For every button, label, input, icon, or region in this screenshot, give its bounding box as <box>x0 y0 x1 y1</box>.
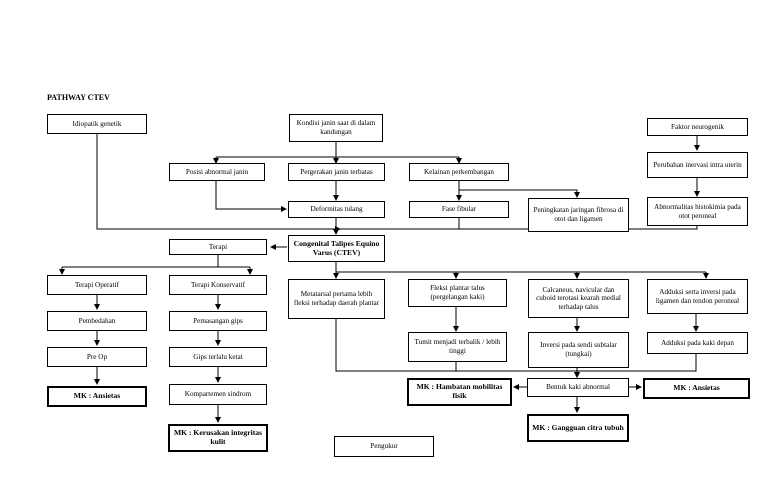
node-bentuk-kaki-abnormal: Bentuk kaki abnormal <box>527 378 629 397</box>
node-mk-ansietas-left: MK : Ansietas <box>47 386 147 407</box>
node-mk-ansietas-right: MK : Ansietas <box>643 378 750 399</box>
node-pembedahan: Pembedahan <box>47 311 147 331</box>
node-mk-kerusakan-integritas: MK : Kerusakan integritas kulit <box>168 424 268 452</box>
node-adduksi-kaki-depan: Adduksi pada kaki depan <box>647 332 748 354</box>
node-terapi: Terapi <box>169 239 267 255</box>
node-fleksi-plantar: Fleksi plantar talus (pergelangan kaki) <box>408 279 507 307</box>
node-ctev: Congenital Talipes Equino Varus (CTEV) <box>288 235 385 262</box>
node-pemasangan-gips: Pemasangan gips <box>169 311 267 331</box>
node-terapi-konservatif: Terapi Konservatif <box>169 275 267 295</box>
node-fase-fibular: Fase fibular <box>409 201 509 218</box>
node-posisi-abnormal: Posisi abnormal janin <box>169 163 265 181</box>
node-adduksi-inversi: Adduksi serta inversi pada ligamen dan t… <box>647 279 748 314</box>
node-mk-gangguan-citra: MK : Gangguan citra tubuh <box>527 414 629 442</box>
node-inversi-sendi: Inversi pada sendi subtalar (tungkai) <box>528 332 629 368</box>
node-mk-hambatan-mobilitas: MK : Hambatan mobilitas fisik <box>407 378 512 406</box>
node-deformitas-tulang: Deformitas tulang <box>288 201 385 218</box>
node-tumit-terbalik: Tumit menjadi terbalik / lebih tinggi <box>408 332 507 362</box>
node-faktor-neurogenik: Faktor neurogenik <box>647 118 748 136</box>
node-calcaneus: Calcaneus, navicular dan cuboid terotasi… <box>528 279 629 318</box>
node-terapi-operatif: Terapi Operatif <box>47 275 147 295</box>
page-title: PATHWAY CTEV <box>47 93 110 102</box>
node-kondisi-janin: Kondisi janin saat di dalam kandungan <box>289 114 383 142</box>
node-perubahan-inervasi: Perubahan inervasi intra uterin <box>647 152 748 178</box>
node-pergerakan-janin: Pergerakan janin terbatas <box>288 163 385 181</box>
node-metatarsal-pertama: Metatarsal pertama lebih fleksi terhadap… <box>288 279 385 319</box>
node-pre-op: Pre Op <box>47 347 147 367</box>
node-peningkatan-jaringan: Peningkatan jaringan fibrosa di otot dan… <box>528 198 629 232</box>
node-abnormalitas-histokimia: Abnormalitas histokimia pada otot perone… <box>647 197 748 226</box>
node-gips-terlalu-ketat: Gips terlalu ketat <box>169 347 267 367</box>
node-idiopatik-genetik: Idiopatik genetik <box>47 114 147 134</box>
node-pengukur: Pengukur <box>334 436 434 457</box>
node-kompartemen-sindrom: Kompartemen sindrom <box>169 384 267 405</box>
node-kelainan-perkembangan: Kelainan perkembangan <box>409 163 509 181</box>
